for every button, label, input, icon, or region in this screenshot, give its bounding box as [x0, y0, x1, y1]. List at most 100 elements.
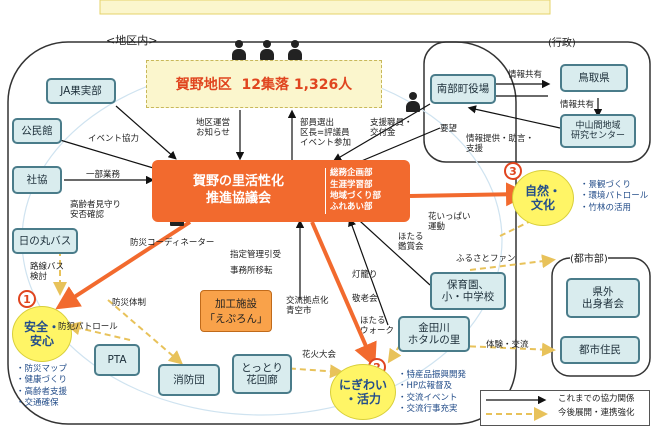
- theme-safety-line1: 安全・: [23, 319, 60, 334]
- node-firefly: 金田川 ホタルの里: [398, 316, 470, 352]
- bullet-item: ・交流行事充実: [398, 404, 458, 415]
- theme-vitality: にぎわい ・活力: [330, 364, 396, 420]
- node-processing: 加工施設 「えぷろん」: [200, 290, 272, 332]
- theme-number-1: 1: [18, 290, 36, 308]
- theme-vitality-line1: にぎわい: [338, 377, 387, 392]
- garden-line1: とっとり: [241, 361, 283, 374]
- theme-vitality-bullets: ・特産品振興開発 ・HP広報督及 ・交流イベント ・交流行事充実: [398, 370, 466, 416]
- top-banner: [99, 0, 551, 15]
- node-tottori-pref: 鳥取県: [560, 64, 628, 92]
- nursery-line1: 保育園、: [447, 278, 489, 291]
- person-icon: [232, 40, 246, 60]
- council-line2: 推進協議会: [205, 191, 271, 206]
- legend-box: [480, 390, 650, 426]
- theme-nature-line2: 文化: [530, 198, 555, 212]
- bullet-item: ・竹林の活用: [580, 202, 632, 213]
- garden-line2: 花回廊: [246, 374, 278, 386]
- department-item: 総務企画部: [330, 168, 373, 179]
- region-label: <地区内>: [106, 34, 158, 47]
- processing-line2: 「えぷろん」: [204, 313, 268, 325]
- node-city-residents: 都市住民: [560, 336, 640, 364]
- node-shakyo: 社協: [12, 166, 62, 194]
- nursery-line2: 小・中学校: [441, 291, 495, 303]
- label-request: 要望: [440, 124, 458, 134]
- label-fireworks: 花火大会: [302, 350, 337, 360]
- label-disaster-coord: 防災コーディネーター: [130, 238, 215, 248]
- node-hinomaru-bus: 日の丸バス: [12, 228, 78, 254]
- label-route-bus: 路線バス検討: [30, 262, 65, 283]
- node-nursery: 保育園、 小・中学校: [430, 272, 506, 310]
- label-support: 支援職員・交付金: [370, 118, 413, 139]
- bullet-item: ・健康づくり: [16, 375, 68, 386]
- label-firefly-watch: ほたる鑑賞会: [398, 232, 424, 253]
- orange-arrow-vitality: [310, 221, 377, 368]
- label-elder-assoc: 敬老会: [352, 294, 378, 304]
- node-out-pref: 県外 出身者会: [566, 278, 640, 318]
- firefly-line1: 金田川: [418, 321, 450, 334]
- label-facility: 指定管理引受事務所移転: [230, 250, 282, 277]
- bullet-item: ・交流イベント: [398, 392, 458, 403]
- bullet-item: ・環境パトロール: [580, 191, 649, 202]
- arrow-firefly-council: [348, 217, 389, 326]
- dashed-hometown: [469, 254, 556, 271]
- arrow-ja-council: [115, 105, 177, 160]
- label-info-share-1: 情報共有: [508, 70, 543, 80]
- research-line1: 中山間地域: [575, 120, 621, 131]
- dashed-pta-safety: [66, 321, 131, 341]
- orange-arrow-safety: [55, 220, 192, 310]
- urban-label: (都市部): [570, 254, 608, 266]
- department-item: 地域づくり部: [330, 191, 382, 201]
- label-dept: 部員選出区長=評議員イベント参加: [300, 118, 352, 149]
- label-event-coop: イベント協力: [88, 134, 140, 144]
- bullet-item: ・特産品振興開発: [398, 370, 467, 380]
- legend-lines: [486, 395, 548, 421]
- department-item: ふれあい部: [330, 202, 373, 213]
- person-icon: [288, 40, 302, 60]
- label-hometown-fan: ふるさとファン: [456, 254, 516, 264]
- node-pta: PTA: [94, 344, 140, 376]
- theme-safety-bullets: ・防災マップ ・健康づくり ・高齢者支援 ・交通確保: [16, 364, 67, 410]
- theme-vitality-line2: ・活力: [344, 392, 381, 406]
- label-partial-sub: 一部業務: [86, 170, 121, 180]
- dashed-disaster: [107, 299, 184, 365]
- arrow-nursery-council: [348, 210, 431, 286]
- out-pref-line1: 県外: [592, 285, 614, 298]
- label-lantern: 灯籠り: [352, 270, 378, 280]
- admin-boundary: [423, 41, 651, 163]
- department-list: 総務企画部 生涯学習部 地域づくり部 ふれあい部: [325, 168, 410, 214]
- node-tottori-garden: とっとり 花回廊: [232, 354, 292, 394]
- bullet-item: ・交通確保: [16, 398, 59, 409]
- district-boundary: [7, 41, 517, 425]
- label-experience: 体験・交流: [486, 340, 529, 350]
- district-population-box: 賀野地区 12集落 1,326人: [146, 60, 382, 108]
- dashed-experience: [439, 342, 556, 357]
- department-item: 生涯学習部: [330, 179, 373, 190]
- council-box: 賀野の里活性化 推進協議会 総務企画部 生涯学習部 地域づくり部 ふれあい部: [152, 160, 410, 222]
- theme-nature-line1: 自然・: [524, 183, 561, 198]
- legend-future: 今後展開・連携強化: [558, 408, 635, 418]
- processing-line1: 加工施設: [215, 298, 257, 310]
- node-nanbu-office: 南部町役場: [430, 74, 496, 104]
- arrow-office-council: [332, 103, 431, 162]
- arrow-research-office: [467, 105, 561, 129]
- admin-label: (行政): [548, 38, 576, 49]
- legend-existing: これまでの協力関係: [558, 394, 635, 404]
- person-icon: [406, 92, 420, 112]
- bullet-item: ・HP広報督及: [398, 381, 453, 392]
- theme-nature-bullets: ・景観づくり ・環境パトロール ・竹林の活用: [580, 180, 648, 214]
- person-icon: [260, 40, 274, 60]
- theme-number-3: 3: [504, 162, 522, 180]
- bullet-item: ・高齢者支援: [16, 386, 68, 397]
- label-disaster-system: 防災体制: [112, 298, 147, 308]
- label-crime-patrol: 防犯パトロール: [58, 322, 118, 332]
- district-population: 12集落 1,326人: [241, 77, 353, 93]
- node-research-center: 中山間地域 研究センター: [560, 114, 636, 148]
- theme-nature: 自然・ 文化: [512, 170, 574, 226]
- orange-arrow-nature: [409, 182, 530, 207]
- label-firefly-walk: ほたるウォーク: [360, 316, 395, 337]
- label-exchange-base: 交流拠点化青空市: [286, 296, 329, 317]
- council-line1: 賀野の里活性化: [192, 174, 284, 190]
- research-line2: 研究センター: [570, 131, 625, 141]
